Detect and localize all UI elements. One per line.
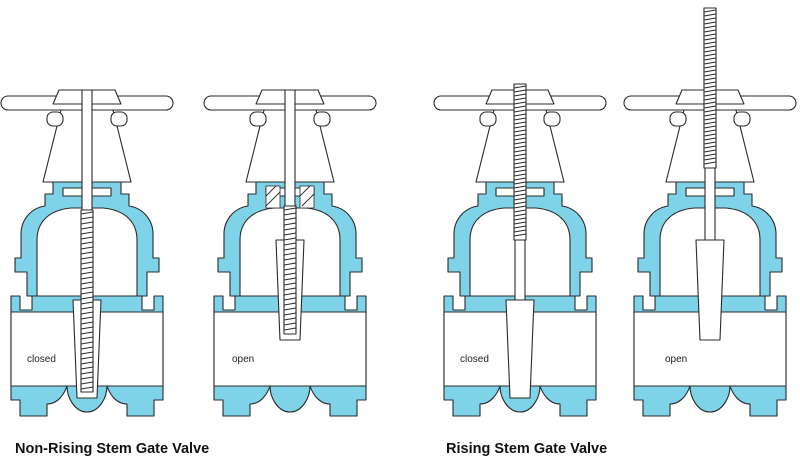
state-label-nrs-closed: closed — [27, 354, 56, 365]
caption-rising: Rising Stem Gate Valve — [446, 441, 608, 457]
valve-rs-open: open — [623, 7, 797, 417]
valve-body — [203, 89, 377, 417]
valve-nrs-closed: closed — [0, 89, 174, 417]
valve-body — [433, 83, 607, 417]
state-label-rs-closed: closed — [460, 354, 489, 365]
state-label-rs-open: open — [665, 354, 687, 365]
valve-body — [623, 7, 797, 417]
state-label-nrs-open: open — [232, 354, 254, 365]
valve-rs-closed: closed — [433, 83, 607, 417]
valve-nrs-open: open — [203, 89, 377, 417]
valve-body — [0, 89, 174, 417]
caption-non-rising: Non-Rising Stem Gate Valve — [15, 441, 210, 457]
